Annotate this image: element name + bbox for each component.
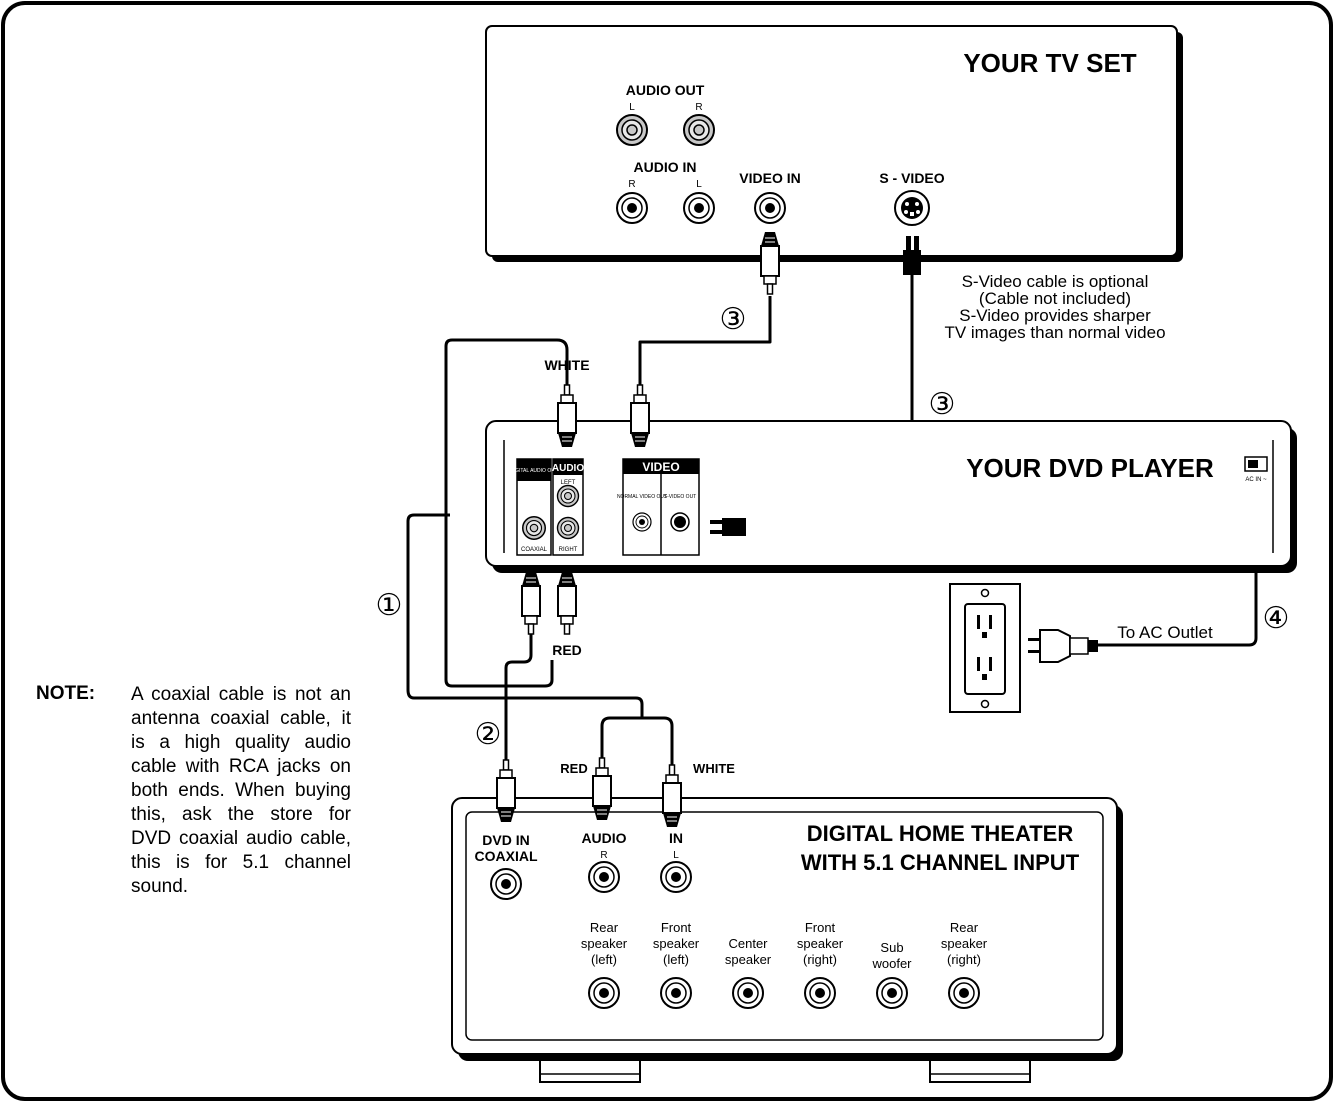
svg-text:(left): (left) xyxy=(663,952,689,967)
step-2-marker: ② xyxy=(475,718,502,751)
svg-text:speaker: speaker xyxy=(725,952,772,967)
dvd-audio-header: AUDIO xyxy=(552,463,584,474)
dvd-coaxial-label: COAXIAL xyxy=(521,547,548,553)
white-plug-dvd xyxy=(557,384,577,448)
step-3-marker-video: ③ xyxy=(720,303,747,336)
dvd-normal-video-out-jack xyxy=(632,512,652,532)
svg-text:(left): (left) xyxy=(591,952,617,967)
dvd-audio-right-label: RIGHT xyxy=(559,547,578,553)
tv-audio-out-l-label: L xyxy=(629,102,635,113)
video-plug-dvd xyxy=(630,384,650,448)
tv-audio-out-l-jack xyxy=(616,114,648,146)
dvd-normal-video-out-label: NORMAL VIDEO OUT xyxy=(617,494,667,500)
speaker-front-left: Front speaker (left) xyxy=(653,920,700,1009)
theater-audio-l-label: L xyxy=(673,850,679,861)
svg-text:speaker: speaker xyxy=(797,936,844,951)
svg-text:(Cable not included): (Cable not included) xyxy=(979,289,1131,308)
svg-text:Front: Front xyxy=(805,920,836,935)
theater-coaxial-jack xyxy=(490,868,522,900)
tv-audio-out-r-label: R xyxy=(695,102,702,113)
step-4-marker: ④ xyxy=(1263,602,1290,635)
svg-text:S-Video provides sharper: S-Video provides sharper xyxy=(959,306,1151,325)
tv-svideo-label: S - VIDEO xyxy=(879,170,944,186)
theater-title-line2: WITH 5.1 CHANNEL INPUT xyxy=(801,850,1080,875)
home-theater-panel: DIGITAL HOME THEATER WITH 5.1 CHANNEL IN… xyxy=(451,797,1123,1083)
tv-audio-out-label: AUDIO OUT xyxy=(626,82,705,98)
tv-audio-in-r-jack xyxy=(616,192,648,224)
svideo-plug-tv xyxy=(903,236,921,275)
coaxial-plug-theater xyxy=(496,759,516,823)
note-text: A coaxial cable is not an antenna coaxia… xyxy=(131,684,351,897)
dvd-video-header: VIDEO xyxy=(642,460,679,474)
note-label: NOTE: xyxy=(36,683,96,704)
dvd-title: YOUR DVD PLAYER xyxy=(966,453,1214,483)
tv-audio-in-r-label: R xyxy=(628,179,635,190)
dvd-ac-in-socket xyxy=(1244,456,1268,472)
theater-audio-r-jack xyxy=(588,861,620,893)
ac-wall-outlet xyxy=(949,583,1021,713)
svg-text:speaker: speaker xyxy=(581,936,628,951)
svg-text:woofer: woofer xyxy=(871,956,912,971)
dvd-svideo-out-label: S-VIDEO OUT xyxy=(664,494,697,500)
svg-text:Center: Center xyxy=(728,936,768,951)
svg-text:TV images than normal video: TV images than normal video xyxy=(944,323,1165,342)
white-cable-label: WHITE xyxy=(544,357,589,373)
svg-text:S-Video cable is optional: S-Video cable is optional xyxy=(962,272,1149,291)
theater-audio-l-jack xyxy=(660,861,692,893)
svg-text:Sub: Sub xyxy=(880,940,903,955)
tv-audio-in-l-jack xyxy=(683,192,715,224)
theater-dvd-in-label: DVD IN xyxy=(482,832,529,848)
svg-text:speaker: speaker xyxy=(941,936,988,951)
svg-text:Rear: Rear xyxy=(590,920,619,935)
theater-coaxial-label: COAXIAL xyxy=(475,848,538,864)
red-plug-dvd xyxy=(557,571,577,635)
tv-video-in-label: VIDEO IN xyxy=(739,170,800,186)
step-3-marker-svideo: ③ xyxy=(929,388,956,421)
step-1-marker: ① xyxy=(376,589,403,622)
svideo-note: S-Video cable is optional (Cable not inc… xyxy=(944,272,1165,342)
tv-set-panel: YOUR TV SET AUDIO OUT L R AUDIO IN R L V… xyxy=(485,25,1183,262)
tv-svideo-jack xyxy=(894,190,930,226)
dvd-coaxial-out-header: DIGITAL AUDIO OUT xyxy=(510,468,558,474)
tv-audio-in-l-label: L xyxy=(696,179,702,190)
red-cable-label-theater: RED xyxy=(560,761,587,776)
dvd-coaxial-jack xyxy=(522,516,546,540)
svg-text:speaker: speaker xyxy=(653,936,700,951)
tv-title: YOUR TV SET xyxy=(963,48,1136,78)
tv-video-in-jack xyxy=(754,192,786,224)
svideo-plug-dvd xyxy=(710,518,746,536)
speaker-center: Center speaker xyxy=(725,936,772,1009)
theater-in-label: IN xyxy=(669,830,683,846)
theater-audio-r-label: R xyxy=(600,850,607,861)
theater-audio-label: AUDIO xyxy=(581,830,626,846)
tv-audio-in-label: AUDIO IN xyxy=(634,159,697,175)
svg-text:Rear: Rear xyxy=(950,920,979,935)
speaker-rear-right: Rear speaker (right) xyxy=(941,920,988,1009)
white-cable-label-theater: WHITE xyxy=(693,761,735,776)
red-cable-label: RED xyxy=(552,642,582,658)
svg-text:(right): (right) xyxy=(803,952,837,967)
dvd-audio-left-label: LEFT xyxy=(561,480,576,486)
white-plug-theater xyxy=(662,764,682,828)
dvd-ac-in-label: AC IN ~ xyxy=(1245,477,1267,483)
svg-text:Front: Front xyxy=(661,920,692,935)
coaxial-plug-dvd xyxy=(521,571,541,635)
ac-power-plug xyxy=(1028,629,1098,663)
speaker-front-right: Front speaker (right) xyxy=(797,920,844,1009)
dvd-svideo-out-jack xyxy=(670,512,690,532)
cable-lines xyxy=(406,275,1258,765)
red-plug-theater xyxy=(592,757,612,821)
to-ac-outlet-label: To AC Outlet xyxy=(1117,623,1213,642)
tv-audio-out-r-jack xyxy=(683,114,715,146)
dvd-audio-right-jack xyxy=(556,516,580,540)
speaker-rear-left: Rear speaker (left) xyxy=(581,920,628,1009)
video-plug-tv xyxy=(760,231,780,295)
dvd-audio-left-jack xyxy=(556,484,580,508)
speaker-subwoofer: Sub woofer xyxy=(871,940,912,1009)
dvd-player-panel: YOUR DVD PLAYER DIGITAL AUDIO OUT COAXIA… xyxy=(485,420,1297,573)
theater-title-line1: DIGITAL HOME THEATER xyxy=(807,821,1074,846)
svg-text:(right): (right) xyxy=(947,952,981,967)
